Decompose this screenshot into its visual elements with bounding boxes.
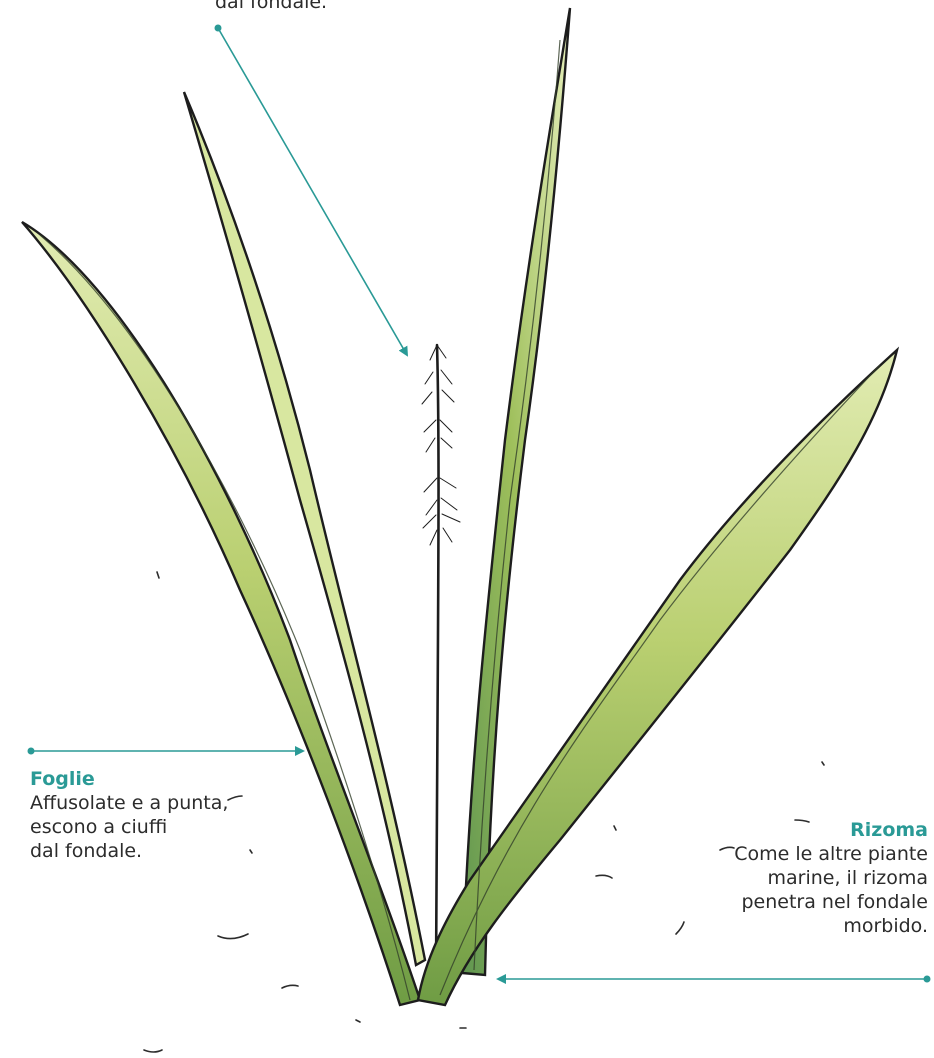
flower-stalk xyxy=(422,345,460,980)
top-callout-arrow xyxy=(215,25,408,356)
rizoma-callout-label: Rizoma Come le altre piante marine, il r… xyxy=(688,818,928,938)
top-callout-text: dal fondale. xyxy=(215,0,327,14)
foglie-description: Affusolate e a punta, escono a ciuffi da… xyxy=(30,791,270,863)
rizoma-title: Rizoma xyxy=(688,818,928,842)
foglie-callout-label: Foglie Affusolate e a punta, escono a ci… xyxy=(30,767,270,863)
leaf-far-left xyxy=(22,222,420,1005)
top-callout-label: dal fondale. xyxy=(215,0,327,14)
foglie-title: Foglie xyxy=(30,767,270,791)
rizoma-description: Come le altre piante marine, il rizoma p… xyxy=(688,842,928,938)
rizoma-callout-arrow xyxy=(498,976,931,983)
foglie-callout-arrow xyxy=(28,748,304,755)
